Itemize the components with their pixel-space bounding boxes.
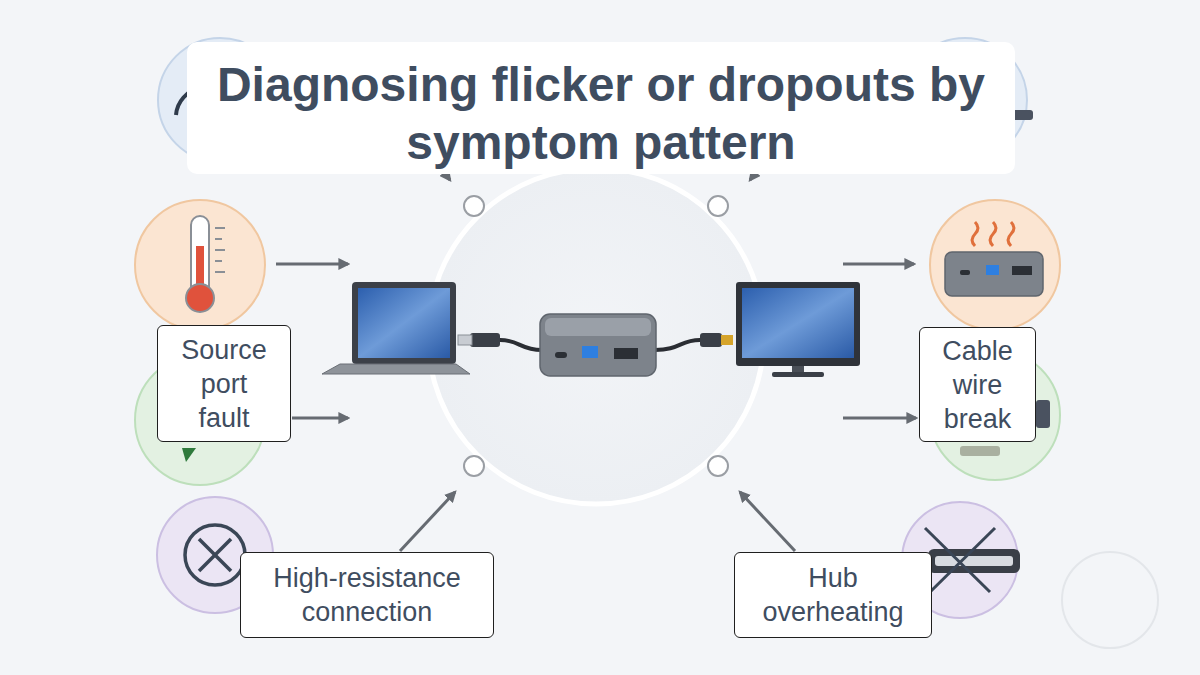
- label-box: Hub overheating: [734, 552, 932, 638]
- hub-port: [960, 270, 970, 275]
- usb-plug: [470, 333, 500, 347]
- thermometer-icon: [186, 284, 214, 312]
- usb-hub: [545, 318, 651, 336]
- monitor-screen: [742, 288, 854, 358]
- icon-circle: [930, 200, 1060, 330]
- pointer-arrows: [276, 140, 916, 551]
- hub-port: [614, 348, 638, 359]
- cross-icon: [928, 528, 995, 594]
- monitor: [736, 282, 860, 366]
- cross-icon: [925, 528, 990, 592]
- cable: [655, 340, 700, 350]
- cable-icon: [935, 556, 1013, 566]
- symptom-label: Source port fault: [174, 333, 274, 435]
- title-banner: Diagnosing flicker or dropouts by sympto…: [187, 42, 1015, 174]
- x-icon: [199, 539, 231, 571]
- anchor-dots: [464, 196, 728, 476]
- hdmi-plug: [700, 333, 722, 347]
- icon-glyph: [182, 448, 196, 462]
- hdmi-plug: [721, 335, 733, 345]
- cable: [500, 340, 542, 350]
- cable-icon: [928, 549, 1020, 573]
- x-icon: [185, 525, 245, 585]
- hub-icon: [945, 252, 1043, 296]
- usb-hub: [540, 314, 656, 376]
- symptom-label: Hub overheating: [745, 561, 921, 629]
- label-box: Source port fault: [157, 325, 291, 442]
- hub-port: [1012, 266, 1032, 275]
- label-box: Cable wire break: [919, 327, 1036, 442]
- label-box: High-resistance connection: [240, 552, 494, 638]
- symptom-label: High-resistance connection: [251, 561, 483, 629]
- x-icon: [199, 539, 231, 571]
- hub-port: [582, 346, 598, 358]
- icon-glyph: [960, 446, 1000, 456]
- icon-glyph: [1036, 400, 1050, 428]
- heat-waves: [972, 222, 1014, 246]
- watermark: [1062, 552, 1158, 648]
- monitor-stand: [772, 372, 824, 377]
- symptom-label: Cable wire break: [928, 334, 1027, 436]
- hub-port: [555, 352, 567, 358]
- central-circle: [428, 168, 764, 504]
- icon-circle: [135, 200, 265, 330]
- laptop-screen: [358, 288, 450, 358]
- usb-plug: [458, 335, 472, 345]
- diagram-title: Diagnosing flicker or dropouts by sympto…: [217, 58, 985, 169]
- hdmi-plug: [721, 335, 733, 345]
- thermometer-ticks: [215, 228, 225, 272]
- laptop: [352, 282, 456, 364]
- laptop-base: [322, 364, 470, 374]
- hub-port: [986, 265, 999, 275]
